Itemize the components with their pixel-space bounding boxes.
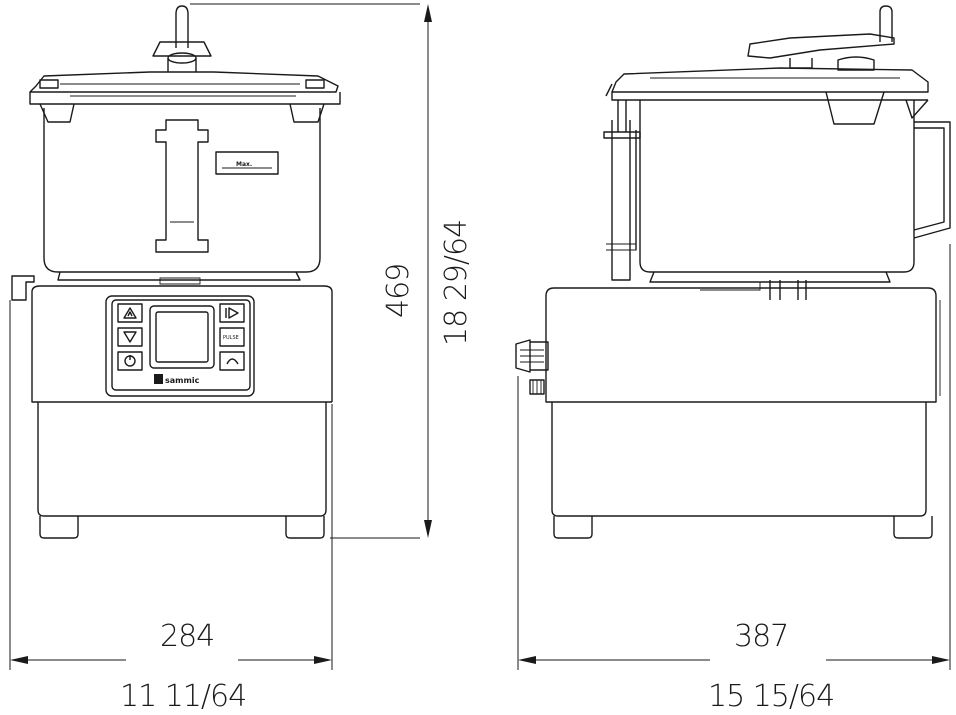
pulse-button-label: PULSE [223, 335, 239, 341]
depth-in: 15 15/64 [708, 679, 834, 714]
width-in: 11 11/64 [120, 679, 246, 714]
front-view: Max. PULSE sammic [11, 5, 341, 539]
side-view [515, 5, 951, 539]
width-dimension: 284 11 11/64 [120, 619, 247, 714]
width-mm: 284 [160, 619, 214, 654]
depth-mm: 387 [734, 619, 788, 654]
depth-dimension: 387 15 15/64 [708, 619, 835, 714]
height-in: 18 29/64 [439, 220, 474, 346]
bowl-max-label: Max. [236, 161, 252, 168]
height-dimension: 469 18 29/64 [381, 220, 474, 346]
panel-brand: sammic [165, 376, 200, 385]
height-mm: 469 [381, 264, 416, 318]
